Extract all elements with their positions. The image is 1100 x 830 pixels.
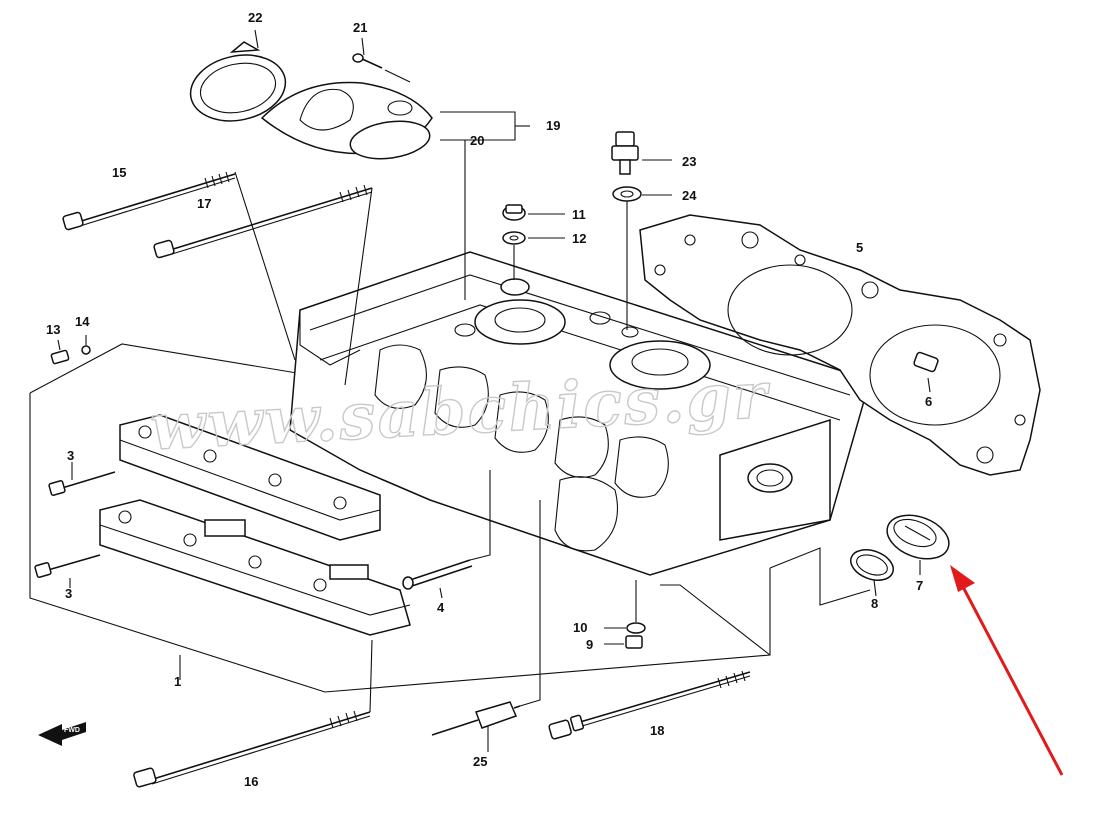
cap-bolt-upper	[48, 471, 116, 496]
head-gasket	[639, 214, 1041, 476]
valve-guide	[402, 559, 473, 599]
plug-11	[502, 204, 565, 221]
head-bolt-16	[133, 710, 371, 788]
highlight-arrow	[950, 565, 1064, 776]
head-bolt-15	[62, 171, 236, 231]
part-labels: 1 3 3 4 5 6 7 8 9 10 11 12 13 14 15 16 1…	[46, 10, 932, 789]
label-8: 8	[871, 596, 878, 611]
label-19: 19	[546, 118, 560, 133]
label-7: 7	[916, 578, 923, 593]
label-24: 24	[682, 188, 697, 203]
dowel-pin	[913, 351, 939, 393]
cylinder-head-bracket	[29, 343, 771, 693]
spark-plug	[431, 701, 521, 752]
label-9: 9	[586, 637, 593, 652]
camshaft-cap-lower	[99, 499, 411, 636]
label-25: 25	[473, 754, 487, 769]
washer-14	[81, 335, 91, 355]
front-direction-arrow: FWD	[38, 722, 86, 746]
label-18: 18	[650, 723, 664, 738]
label-3a: 3	[67, 448, 74, 463]
washer-10	[604, 622, 646, 634]
label-15: 15	[112, 165, 126, 180]
label-12: 12	[572, 231, 586, 246]
label-21: 21	[353, 20, 367, 35]
label-11: 11	[572, 207, 586, 222]
label-20: 20	[470, 133, 484, 148]
head-bolt-18	[548, 670, 751, 740]
housing-bolt	[352, 53, 383, 69]
front-arrow-label: FWD	[64, 727, 80, 734]
plug-cap	[886, 514, 950, 575]
bolt-9	[604, 635, 643, 649]
cylinder-head	[289, 251, 871, 576]
label-6: 6	[925, 394, 932, 409]
label-14: 14	[75, 314, 90, 329]
thermostat-cap	[189, 41, 287, 122]
label-4: 4	[437, 600, 445, 615]
label-17: 17	[197, 196, 211, 211]
label-16: 16	[244, 774, 258, 789]
label-3b: 3	[65, 586, 72, 601]
sensor-washer	[612, 186, 672, 202]
temperature-sensor	[611, 131, 672, 175]
label-10: 10	[573, 620, 587, 635]
label-23: 23	[682, 154, 696, 169]
head-bolt-17	[153, 184, 373, 259]
o-ring	[850, 549, 894, 597]
pin-13	[50, 339, 70, 365]
washer-12	[502, 231, 565, 245]
thermostat-gasket	[349, 120, 431, 160]
camshaft-cap-upper	[119, 414, 381, 541]
label-22: 22	[248, 10, 262, 25]
label-5: 5	[856, 240, 863, 255]
label-1: 1	[174, 674, 181, 689]
cap-bolt-lower	[34, 554, 101, 578]
label-13: 13	[46, 322, 60, 337]
